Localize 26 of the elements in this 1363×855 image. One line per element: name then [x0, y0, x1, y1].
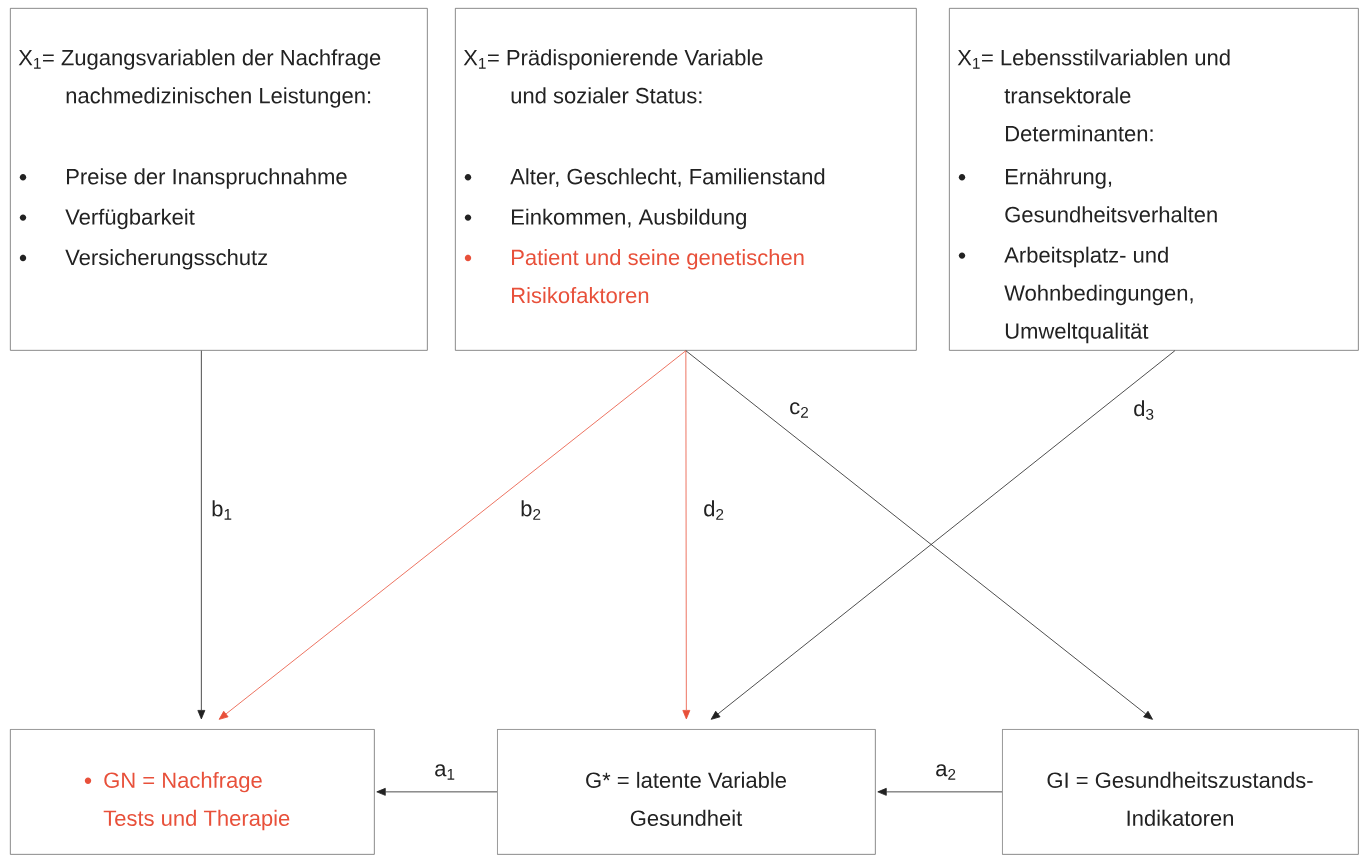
arrow — [218, 350, 687, 720]
bullet-item: Patient und seine genetischen Risikofaktoren — [464, 249, 804, 304]
heading: X$_{1}$= Lebensstilvariablen und transektorale Determinanten: — [957, 49, 1230, 142]
bullet-item: Preise der Inanspruchnahme — [19, 168, 347, 189]
arrow — [682, 350, 691, 720]
heading: X$_{1}$= Prädisponierende Variable und sozialer Status: — [463, 49, 763, 104]
edge-label: a$_{2}$ — [934, 763, 958, 781]
bullet-item: Versicherungsschutz — [19, 249, 268, 270]
bullet-item: Einkommen, Ausbildung — [464, 208, 746, 230]
bullet-item: Ernährung, Gesundheitsverhalten — [958, 168, 1217, 223]
edge-label: a$_{1}$ — [433, 763, 457, 781]
edge-label: b$_{1}$ — [210, 499, 234, 521]
bullet-item: Alter, Geschlecht, Familienstand — [464, 168, 825, 187]
bullet-item: GN = Nachfrage Tests und Therapie — [84, 771, 290, 831]
bullet-item: Arbeitsplatz- und Wohnbedingungen, Umweltqualität — [958, 246, 1193, 344]
variable-label: G* = latente Variable Gesundheit — [586, 771, 786, 827]
heading: X$_{1}$= Zugangsvariablen der Nachfrage nachmedizinischen Leistungen: — [18, 49, 381, 108]
edge-label: b$_{2}$ — [519, 499, 543, 521]
arrow — [376, 787, 498, 796]
arrow — [197, 350, 206, 720]
arrow — [877, 787, 1003, 796]
edge-label: d$_{2}$ — [702, 499, 726, 521]
edge-label: d$_{3}$ — [1132, 399, 1156, 421]
edge-label: c$_{2}$ — [788, 401, 811, 419]
bullet-item: Verfügbarkeit — [19, 208, 195, 230]
variable-label: GI = Gesundheitszustands-Indikatoren — [1047, 771, 1313, 827]
